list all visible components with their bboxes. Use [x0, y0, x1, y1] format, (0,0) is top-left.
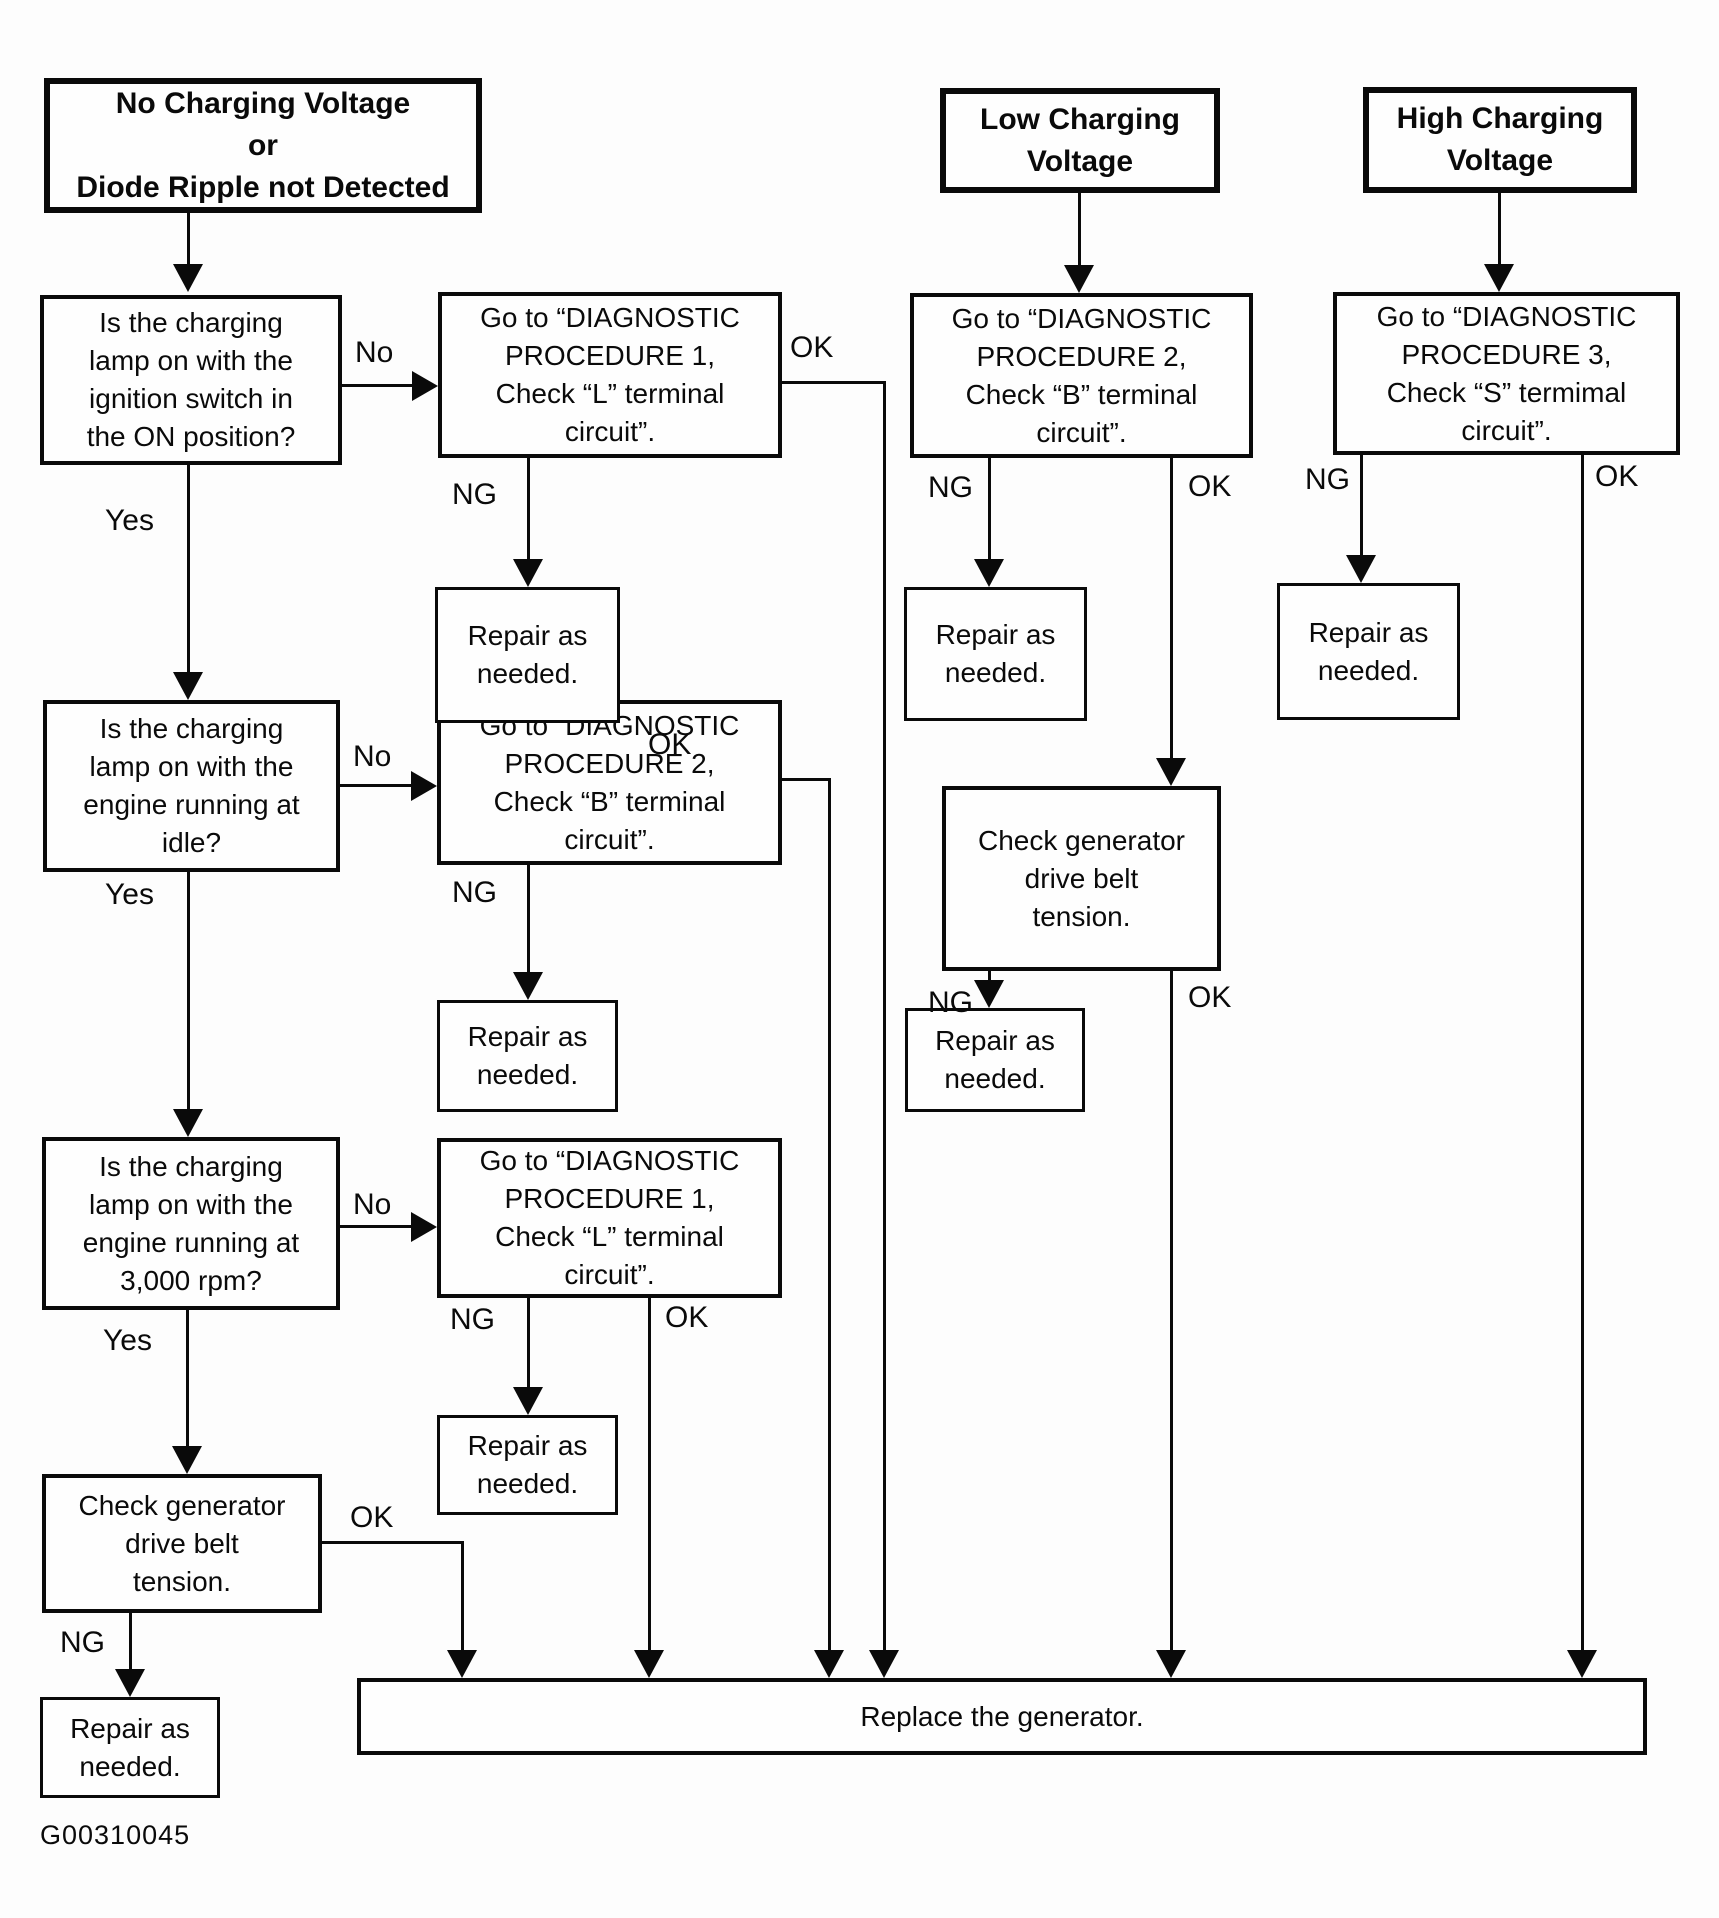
- connector: [461, 1541, 464, 1650]
- node-no-charging-voltage: No Charging Voltage or Diode Ripple not …: [44, 78, 482, 213]
- edge-label-ok: OK: [1595, 460, 1639, 493]
- edge-label-yes: Yes: [103, 1324, 152, 1357]
- node-question-engine-3000rpm: Is the charging lamp on with the engine …: [42, 1137, 340, 1310]
- node-repair-row1-left: Repair as needed.: [435, 587, 620, 723]
- node-low-charging-voltage: Low Charging Voltage: [940, 88, 1220, 193]
- edge-label-ok: OK: [350, 1501, 394, 1534]
- node-question-engine-idle: Is the charging lamp on with the engine …: [43, 700, 340, 872]
- edge-label-ok: OK: [790, 331, 834, 364]
- edge-label-no: No: [355, 336, 394, 369]
- connector: [828, 778, 831, 1650]
- node-goto-procedure2-left: Go to “DIAGNOSTIC PROCEDURE 2, Check “B”…: [437, 700, 782, 865]
- connector: [988, 458, 991, 559]
- edge-label-no: No: [353, 1188, 392, 1221]
- connector: [342, 384, 412, 387]
- edge-label-yes: Yes: [105, 878, 154, 911]
- node-replace-generator: Replace the generator.: [357, 1678, 1647, 1755]
- edge-label-ng: NG: [1305, 463, 1350, 496]
- arrowhead-down-icon: [1156, 758, 1186, 786]
- connector: [1078, 193, 1081, 265]
- edge-label-ok: OK: [1188, 981, 1232, 1014]
- node-repair-row2-left: Repair as needed.: [437, 1000, 618, 1112]
- arrowhead-down-icon: [1346, 555, 1376, 583]
- connector: [187, 465, 190, 672]
- arrowhead-down-icon: [447, 1650, 477, 1678]
- node-repair-mid-2: Repair as needed.: [905, 1008, 1085, 1112]
- node-repair-mid-1: Repair as needed.: [904, 587, 1087, 721]
- arrowhead-down-icon: [115, 1669, 145, 1697]
- figure-code: G00310045: [40, 1820, 191, 1850]
- edge-label-ng: NG: [452, 478, 497, 511]
- arrowhead-down-icon: [974, 980, 1004, 1008]
- node-repair-right: Repair as needed.: [1277, 583, 1460, 720]
- connector: [988, 971, 991, 982]
- arrowhead-down-icon: [1064, 265, 1094, 293]
- arrowhead-down-icon: [173, 264, 203, 292]
- edge-label-ok: OK: [1188, 470, 1232, 503]
- node-high-charging-voltage: High Charging Voltage: [1363, 87, 1637, 193]
- connector: [1170, 458, 1173, 758]
- connector: [186, 1310, 189, 1446]
- connector: [782, 381, 885, 384]
- edge-label-ng: NG: [928, 986, 973, 1019]
- arrowhead-down-icon: [1156, 1650, 1186, 1678]
- arrowhead-down-icon: [172, 1446, 202, 1474]
- node-goto-procedure1-row3: Go to “DIAGNOSTIC PROCEDURE 1, Check “L”…: [437, 1138, 782, 1298]
- node-goto-procedure1-row1: Go to “DIAGNOSTIC PROCEDURE 1, Check “L”…: [438, 292, 782, 458]
- edge-label-ng: NG: [452, 876, 497, 909]
- connector: [1170, 971, 1173, 1650]
- connector: [1498, 193, 1501, 264]
- arrowhead-down-icon: [513, 559, 543, 587]
- arrowhead-down-icon: [173, 1109, 203, 1137]
- edge-label-yes: Yes: [105, 504, 154, 537]
- arrowhead-down-icon: [869, 1650, 899, 1678]
- edge-label-ng: NG: [928, 471, 973, 504]
- arrowhead-down-icon: [513, 1387, 543, 1415]
- node-goto-procedure3-right: Go to “DIAGNOSTIC PROCEDURE 3, Check “S”…: [1333, 292, 1680, 455]
- node-question-ignition-on: Is the charging lamp on with the ignitio…: [40, 295, 342, 465]
- connector: [527, 458, 530, 559]
- arrowhead-down-icon: [1484, 264, 1514, 292]
- node-goto-procedure2-mid: Go to “DIAGNOSTIC PROCEDURE 2, Check “B”…: [910, 293, 1253, 458]
- connector: [527, 1298, 530, 1387]
- connector: [340, 1225, 412, 1228]
- edge-label-no: No: [353, 740, 392, 773]
- connector: [187, 872, 190, 1109]
- connector: [648, 1298, 651, 1650]
- arrowhead-right-icon: [411, 771, 437, 801]
- arrowhead-down-icon: [974, 559, 1004, 587]
- connector: [187, 213, 190, 264]
- connector: [1581, 455, 1584, 1650]
- connector: [322, 1541, 464, 1544]
- arrowhead-down-icon: [814, 1650, 844, 1678]
- arrowhead-down-icon: [173, 672, 203, 700]
- arrowhead-down-icon: [634, 1650, 664, 1678]
- connector: [527, 865, 530, 972]
- arrowhead-down-icon: [513, 972, 543, 1000]
- connector: [782, 778, 831, 781]
- connector: [129, 1613, 132, 1669]
- node-repair-row3-left: Repair as needed.: [437, 1415, 618, 1515]
- connector: [340, 784, 412, 787]
- arrowhead-right-icon: [412, 371, 438, 401]
- connector: [883, 381, 886, 1650]
- arrowhead-right-icon: [411, 1212, 437, 1242]
- arrowhead-down-icon: [1567, 1650, 1597, 1678]
- node-check-belt-mid: Check generator drive belt tension.: [942, 786, 1221, 971]
- node-check-belt-left: Check generator drive belt tension.: [42, 1474, 322, 1613]
- edge-label-ok: OK: [648, 728, 692, 761]
- connector: [1360, 455, 1363, 555]
- node-repair-bottom-left: Repair as needed.: [40, 1697, 220, 1798]
- edge-label-ok: OK: [665, 1301, 709, 1334]
- edge-label-ng: NG: [60, 1626, 105, 1659]
- edge-label-ng: NG: [450, 1303, 495, 1336]
